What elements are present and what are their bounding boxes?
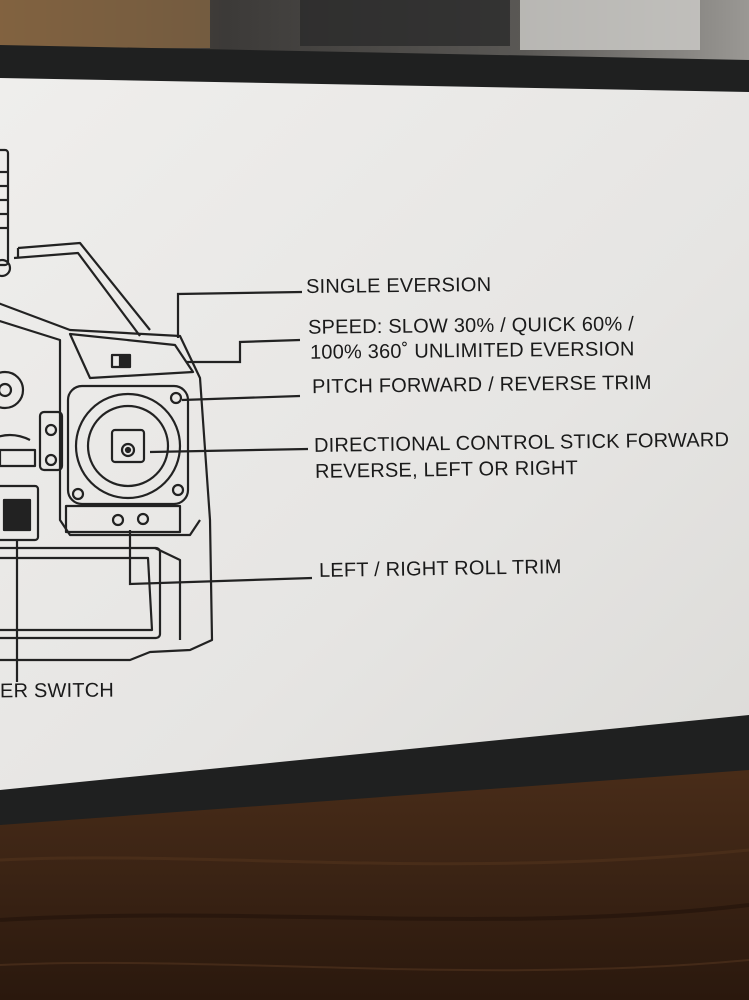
leader-speed — [186, 338, 301, 364]
paper-panel — [0, 78, 749, 790]
leader-roll-trim — [128, 530, 313, 586]
leader-single-eversion — [176, 290, 303, 338]
label-speed-line2: 100% 360˚ UNLIMITED EVERSION — [309, 338, 635, 364]
leader-directional — [149, 447, 309, 454]
label-pitch-trim: PITCH FORWARD / REVERSE TRIM — [311, 371, 652, 399]
label-speed-line1: SPEED: SLOW 30% / QUICK 60% / — [307, 313, 635, 339]
controller-drawing — [0, 148, 214, 662]
label-single-eversion: SINGLE EVERSION — [305, 274, 492, 298]
label-roll-trim: LEFT / RIGHT ROLL TRIM — [318, 556, 562, 582]
label-directional-line2: REVERSE, LEFT OR RIGHT — [314, 457, 579, 483]
leader-lines — [15, 290, 313, 682]
label-power-switch: ER SWITCH — [0, 679, 115, 703]
antenna — [0, 148, 12, 278]
leader-pitch-trim — [181, 394, 301, 402]
